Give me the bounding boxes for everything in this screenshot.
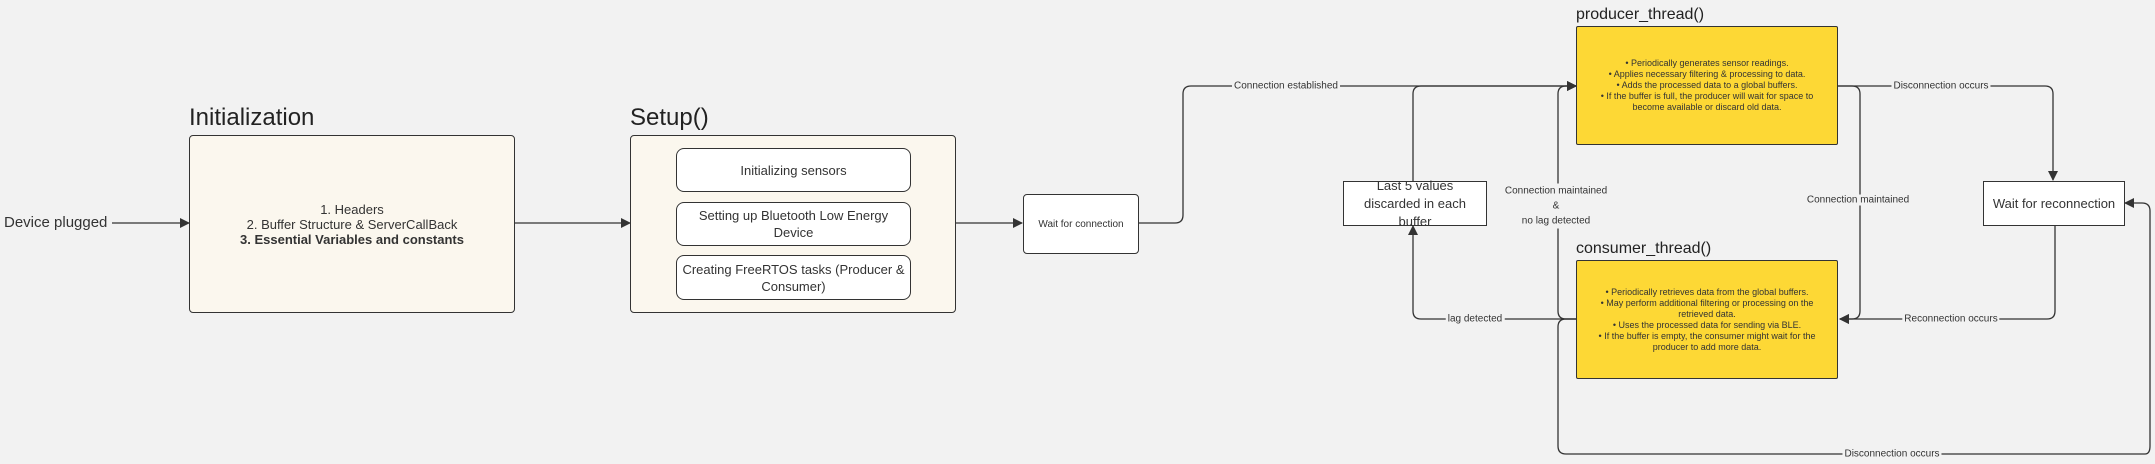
producer-item: Adds the processed data to a global buff… bbox=[1587, 80, 1827, 91]
initialization-box: 1. Headers 2. Buffer Structure & ServerC… bbox=[189, 135, 515, 313]
setup-item-sensors: Initializing sensors bbox=[676, 148, 911, 192]
label-connection-established: Connection established bbox=[1232, 80, 1340, 92]
consumer-title: consumer_thread() bbox=[1576, 240, 1712, 257]
wait-reconnection-box: Wait for reconnection bbox=[1983, 181, 2125, 226]
wait-connection-label: Wait for connection bbox=[1038, 218, 1124, 230]
setup-item-freertos-label: Creating FreeRTOS tasks (Producer & Cons… bbox=[682, 261, 905, 294]
label-disconnection-bottom: Disconnection occurs bbox=[1842, 448, 1942, 460]
edge-connection-established bbox=[1139, 81, 1577, 224]
setup-title: Setup() bbox=[630, 104, 709, 131]
label-connection-maintained-left-line1: Connection maintained bbox=[1504, 185, 1608, 197]
label-ampersand: & bbox=[1552, 200, 1560, 212]
consumer-item: Periodically retrieves data from the glo… bbox=[1587, 287, 1827, 298]
edge-discard-to-producer bbox=[1412, 81, 1577, 182]
consumer-item: If the buffer is empty, the consumer mig… bbox=[1587, 331, 1827, 353]
label-lag-detected: lag detected bbox=[1445, 313, 1505, 325]
label-reconnection: Reconnection occurs bbox=[1902, 313, 2000, 325]
start-label: Device plugged bbox=[4, 214, 108, 231]
producer-box: Periodically generates sensor readings. … bbox=[1576, 26, 1838, 145]
producer-title: producer_thread() bbox=[1576, 6, 1705, 23]
label-connection-maintained-left: Connection maintained & no lag detected bbox=[1504, 183, 1608, 229]
producer-item: Periodically generates sensor readings. bbox=[1587, 58, 1827, 69]
setup-item-ble: Setting up Bluetooth Low Energy Device bbox=[676, 202, 911, 246]
label-connection-maintained-right: Connection maintained bbox=[1804, 194, 1912, 206]
setup-item-freertos: Creating FreeRTOS tasks (Producer & Cons… bbox=[676, 255, 911, 300]
label-disconnection-top: Disconnection occurs bbox=[1891, 80, 1991, 92]
setup-item-sensors-label: Initializing sensors bbox=[740, 162, 847, 178]
wait-reconnection-label: Wait for reconnection bbox=[1992, 195, 2116, 211]
setup-item-ble-label: Setting up Bluetooth Low Energy Device bbox=[698, 208, 889, 240]
discard-box: Last 5 values discarded in each buffer bbox=[1343, 178, 1487, 229]
init-item-buffer: 2. Buffer Structure & ServerCallBack bbox=[246, 216, 458, 232]
label-no-lag: no lag detected bbox=[1521, 215, 1591, 227]
wait-connection-box: Wait for connection bbox=[1023, 194, 1139, 254]
init-item-headers: 1. Headers bbox=[320, 201, 384, 217]
initialization-title: Initialization bbox=[189, 104, 315, 131]
init-item-variables: 3. Essential Variables and constants bbox=[240, 231, 464, 247]
producer-item: Applies necessary filtering & processing… bbox=[1587, 69, 1827, 80]
edge-reconnection bbox=[1839, 226, 2056, 324]
discard-label: Last 5 values discarded in each buffer bbox=[1364, 177, 1466, 229]
edge-disconnection-top bbox=[1838, 85, 2058, 181]
edge-lag-detected bbox=[1408, 225, 1576, 320]
consumer-item: Uses the processed data for sending via … bbox=[1587, 320, 1827, 331]
consumer-box: Periodically retrieves data from the glo… bbox=[1576, 260, 1838, 379]
consumer-item: May perform additional filtering or proc… bbox=[1587, 298, 1827, 320]
producer-item: If the buffer is full, the producer will… bbox=[1587, 91, 1827, 113]
